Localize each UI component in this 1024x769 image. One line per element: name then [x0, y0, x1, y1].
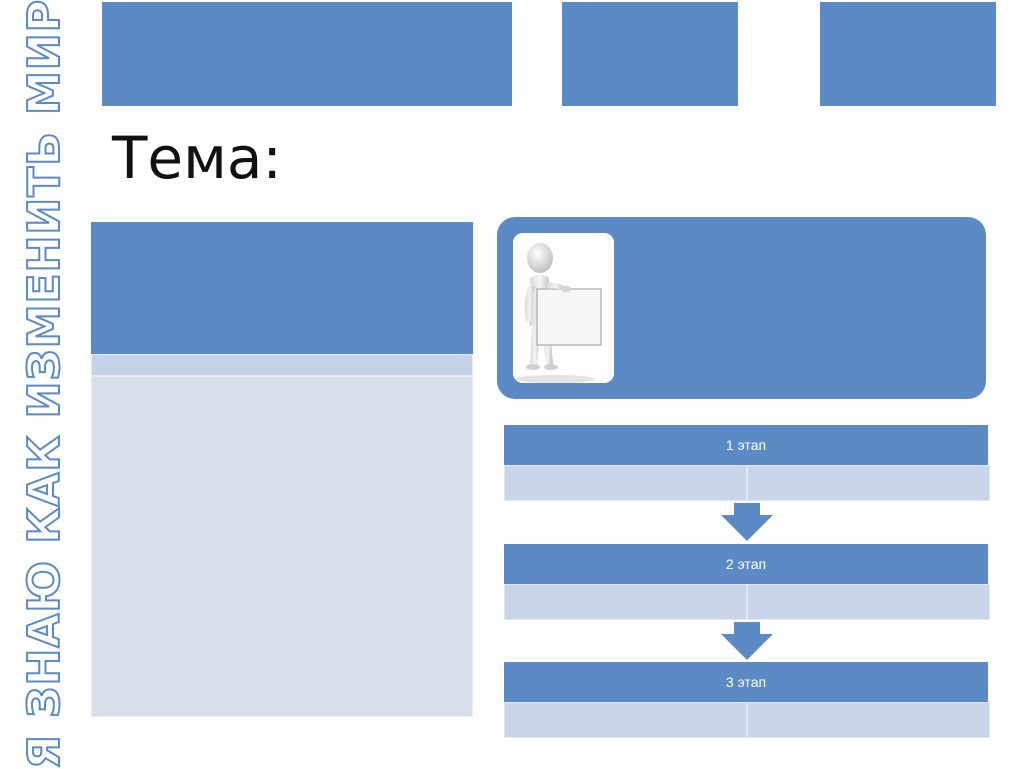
topic-label: Тема: [112, 124, 282, 192]
arrow-down-icon [721, 622, 773, 660]
figure-frame [513, 233, 614, 383]
left-panel-header [91, 222, 473, 354]
stage-3-header: 3 этап [504, 662, 988, 702]
top-placeholder-box-3 [820, 2, 996, 106]
stage-2-header: 2 этап [504, 544, 988, 584]
stage-2-cell-right [746, 585, 989, 619]
person-holding-board-icon [513, 233, 614, 383]
arrow-down-icon [721, 503, 773, 541]
top-placeholder-box-2 [562, 2, 738, 106]
stage-1-cell-left [505, 466, 746, 500]
stage-1-cell-right [746, 466, 989, 500]
left-panel-subheader [91, 354, 473, 376]
stage-3-cell-right [746, 703, 989, 737]
left-panel-body [91, 376, 473, 717]
stage-3-cell-left [505, 703, 746, 737]
stage-2-row [504, 584, 990, 620]
vertical-slogan: Я ЗНАЮ КАК ИЗМЕНИТЬ МИР [18, 0, 71, 769]
stage-1-row [504, 465, 990, 501]
top-placeholder-box-1 [102, 2, 512, 106]
stage-3-row [504, 702, 990, 738]
stage-1-header: 1 этап [504, 425, 988, 465]
stage-2-cell-left [505, 585, 746, 619]
